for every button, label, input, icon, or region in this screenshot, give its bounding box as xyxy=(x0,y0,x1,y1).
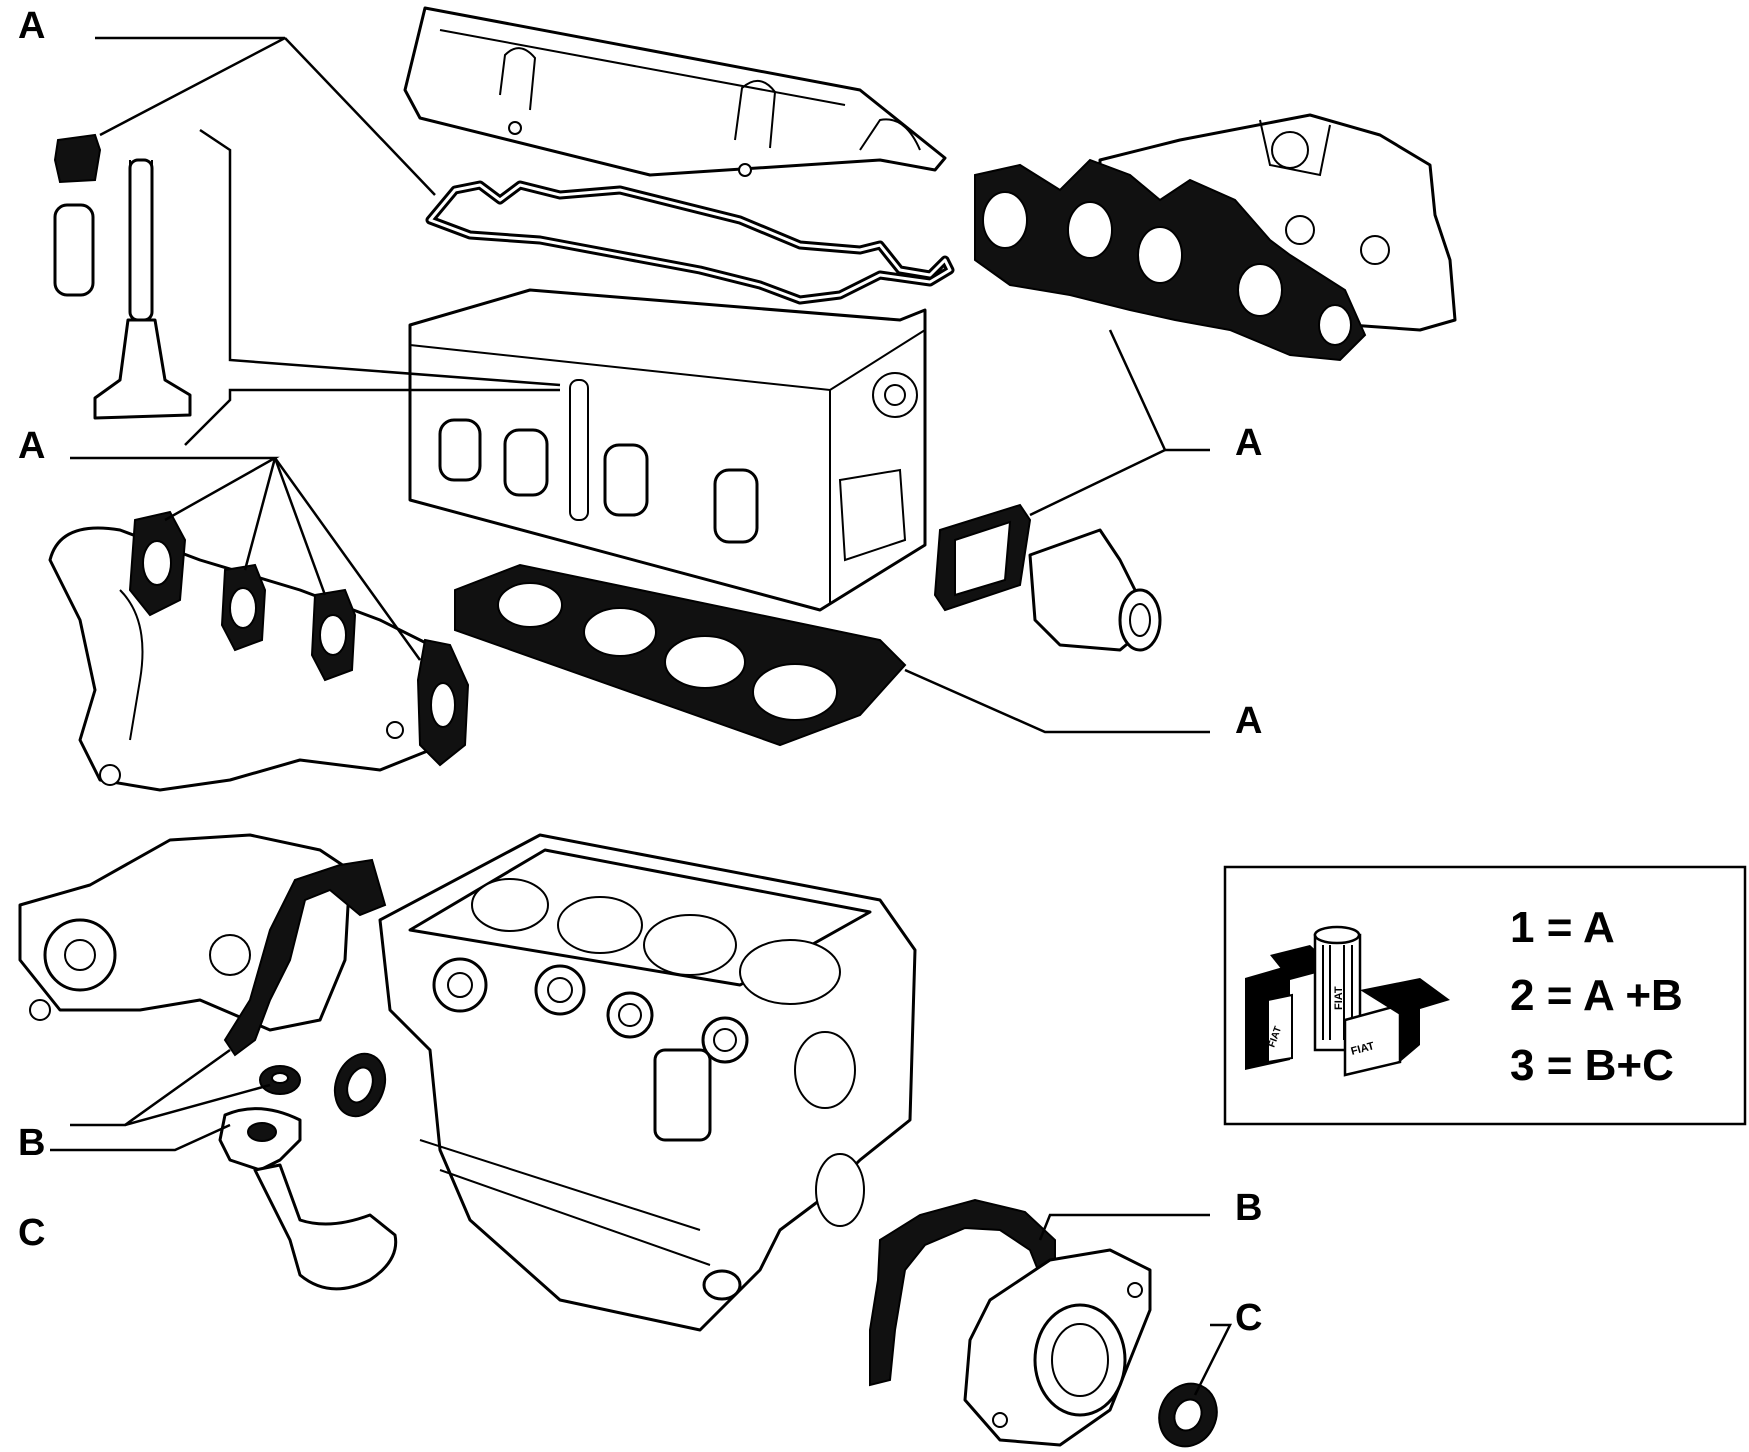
kit-brand-text-cylinder: FIAT xyxy=(1333,986,1345,1010)
legend-line-1: 1 = A xyxy=(1510,903,1615,952)
oil-pickup xyxy=(218,1107,398,1291)
crankshaft-front-seal xyxy=(333,1052,387,1118)
legend-line-3: 3 = B+C xyxy=(1510,1041,1674,1090)
rear-seal-gasket xyxy=(869,1198,1056,1387)
engine-block xyxy=(378,833,917,1332)
callout-c-oil-pickup: C xyxy=(18,1212,45,1254)
legend-line-2: 2 = A +B xyxy=(1510,971,1683,1020)
oil-pump-cover xyxy=(18,833,352,1032)
kit-brand-text-right: FIAT xyxy=(1350,1040,1376,1058)
exhaust-manifold-gaskets xyxy=(128,510,470,767)
valve-set xyxy=(53,133,192,420)
legend-box: FIAT FIAT FIAT 1 = A 2 = A +B 3 = B+C xyxy=(1223,865,1747,1126)
callout-a-valve: A xyxy=(18,5,45,47)
cylinder-head xyxy=(408,288,927,612)
callout-a-intake: A xyxy=(1235,422,1262,464)
intake-manifold-gasket xyxy=(974,158,1367,362)
cylinder-head-gasket xyxy=(454,563,907,747)
rear-seal-housing xyxy=(963,1248,1152,1447)
valve-cover-gasket xyxy=(425,180,955,305)
callout-b-oil-pump: B xyxy=(18,1122,45,1164)
callout-b-rear-seal: B xyxy=(1235,1187,1262,1229)
rear-oil-seal-ring xyxy=(1158,1382,1218,1448)
callout-c-rear-ring: C xyxy=(1235,1297,1262,1339)
oil-pump-gasket xyxy=(223,858,387,1057)
thermostat-gasket xyxy=(933,503,1032,612)
callout-a-exhaust: A xyxy=(18,425,45,467)
thermostat-housing xyxy=(1028,528,1162,652)
leader-lines xyxy=(50,36,1233,1396)
callout-a-head-gasket: A xyxy=(1235,700,1262,742)
gasket-kit-icon: FIAT FIAT FIAT xyxy=(1245,925,1450,1077)
valve-cover xyxy=(403,6,947,177)
small-seal-b xyxy=(259,1065,301,1095)
